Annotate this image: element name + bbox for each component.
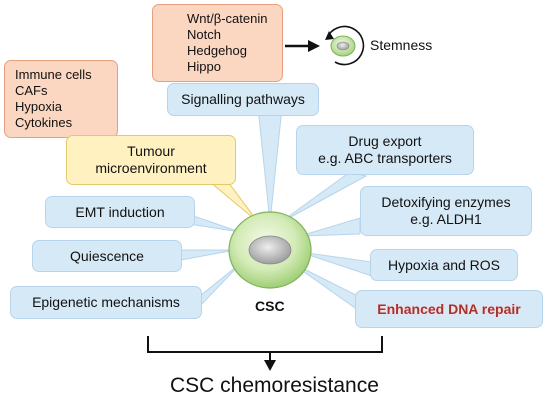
pathway-item: Wnt/β-catenin xyxy=(187,11,268,26)
signalling-pathways-box: Signalling pathways xyxy=(167,83,319,116)
tumour-microenvironment-box: Tumour microenvironment xyxy=(66,135,236,185)
detoxifying-enzymes-box: Detoxifying enzymes e.g. ALDH1 xyxy=(360,186,532,236)
callout-wedges xyxy=(169,107,373,311)
stemness-arrow-head xyxy=(308,40,320,52)
factor-list: Immune cells CAFs Hypoxia Cytokines xyxy=(15,67,92,131)
csc-nucleus-shape xyxy=(248,235,292,265)
self-renewal-arrowhead-icon xyxy=(325,31,334,40)
detox-line1: Detoxifying enzymes xyxy=(381,194,511,210)
microenvironment-factors-box: Immune cells CAFs Hypoxia Cytokines xyxy=(4,60,118,138)
pathways-box: Wnt/β-catenin Notch Hedgehog Hippo xyxy=(152,4,283,82)
hypoxia-ros-label: Hypoxia and ROS xyxy=(387,256,501,273)
pathway-list: Wnt/β-catenin Notch Hedgehog Hippo xyxy=(187,11,267,75)
factor-item: Cytokines xyxy=(15,115,73,130)
emt-induction-box: EMT induction xyxy=(45,196,195,228)
detox-line2: e.g. ALDH1 xyxy=(410,211,482,227)
quiescence-label: Quiescence xyxy=(70,247,144,264)
pathway-item: Hedgehog xyxy=(187,43,247,58)
tumour-label-line1: Tumour xyxy=(127,143,175,159)
factor-item: Hypoxia xyxy=(15,99,62,114)
pathway-item: Notch xyxy=(187,27,221,42)
quiescence-box: Quiescence xyxy=(32,240,182,272)
self-renewal-cycle-icon xyxy=(326,25,365,66)
factor-item: Immune cells xyxy=(15,67,92,82)
drug-export-line2: e.g. ABC transporters xyxy=(318,150,452,166)
factor-item: CAFs xyxy=(15,83,48,98)
csc-label: CSC xyxy=(255,298,285,314)
dna-repair-label: Enhanced DNA repair xyxy=(377,300,521,317)
bracket-line xyxy=(147,336,383,353)
drug-export-line1: Drug export xyxy=(348,133,422,149)
emt-label: EMT induction xyxy=(75,203,165,220)
result-arrow-head xyxy=(264,360,276,371)
pathway-item: Hippo xyxy=(187,59,221,74)
drug-export-box: Drug export e.g. ABC transporters xyxy=(296,125,474,175)
stem-cell-nucleus-icon xyxy=(336,41,350,51)
tumour-label-line2: microenvironment xyxy=(95,160,207,176)
signalling-pathways-label: Signalling pathways xyxy=(181,91,305,107)
dna-repair-box: Enhanced DNA repair xyxy=(355,290,543,328)
result-title: CSC chemoresistance xyxy=(170,374,379,397)
hypoxia-ros-box: Hypoxia and ROS xyxy=(370,249,518,281)
epigenetic-label: Epigenetic mechanisms xyxy=(32,294,180,310)
stemness-label: Stemness xyxy=(370,37,433,53)
epigenetic-mechanisms-box: Epigenetic mechanisms xyxy=(10,286,202,319)
